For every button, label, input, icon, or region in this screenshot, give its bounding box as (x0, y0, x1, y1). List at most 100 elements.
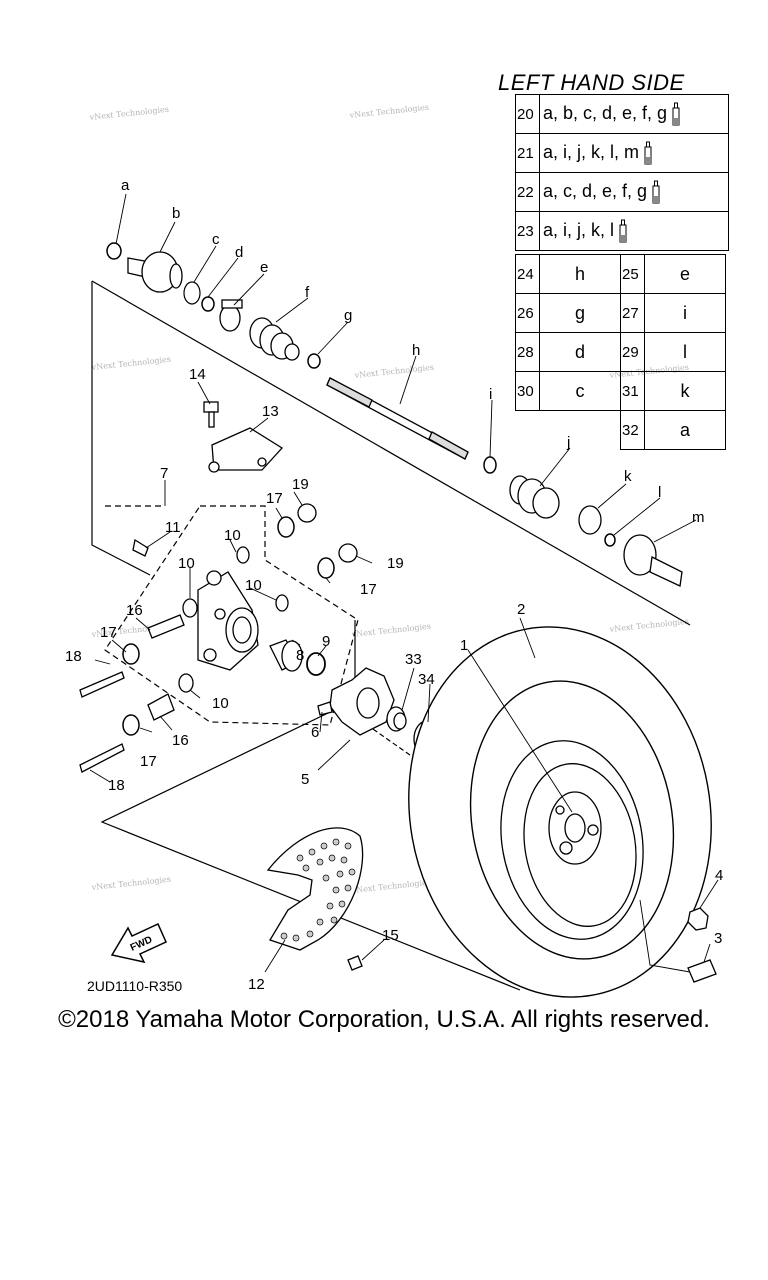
cv-joint-inner-part (623, 534, 683, 587)
callout-12: 12 (248, 976, 265, 993)
nut-33-part (386, 706, 407, 732)
callout-5: 5 (301, 771, 309, 788)
callout-l: l (658, 484, 661, 501)
callout-15: 15 (382, 927, 399, 944)
boot-part (249, 317, 300, 361)
callout-g: g (344, 307, 352, 324)
band-k-part (578, 505, 602, 535)
bolt-15-part (347, 955, 363, 971)
callout-j: j (566, 434, 570, 451)
boot-band-part (219, 299, 243, 332)
row-part-letter: k (644, 371, 726, 411)
bushing-10-part (275, 594, 289, 612)
row-part-letter: c (539, 371, 621, 411)
cap-19-part (338, 543, 358, 563)
watermark: vNext Technologies (350, 622, 431, 639)
row-number: 31 (620, 371, 645, 411)
row-parts: a, b, c, d, e, f, g (543, 102, 668, 123)
callout-2: 2 (517, 601, 525, 618)
callout-16: 16 (172, 732, 189, 749)
grease-nipple-11-part (132, 538, 149, 557)
inner-boot-part (509, 475, 560, 519)
table-row: 23 a, i, j, k, l (515, 211, 729, 251)
callout-f: f (305, 284, 310, 301)
ring-part (201, 296, 215, 312)
bolt-14-part (203, 401, 219, 428)
row-part-letter: a (644, 410, 726, 450)
seal-17-part (277, 516, 295, 538)
grease-tube-icon (644, 141, 652, 165)
row-part-letter: h (539, 254, 621, 294)
watermark: vNext Technologies (608, 617, 689, 634)
callout-19: 19 (387, 555, 404, 572)
callout-d: d (235, 244, 243, 261)
callout-13: 13 (262, 403, 279, 420)
callout-17: 17 (100, 624, 117, 641)
row-number: 32 (620, 410, 645, 450)
row-number: 27 (620, 293, 645, 333)
circlip-part (106, 242, 122, 260)
callout-19: 19 (292, 476, 309, 493)
callout-9: 9 (322, 633, 330, 650)
parts-kit-table-wide: 20 a, b, c, d, e, f, g 21 a, i, j, k, l,… (515, 94, 729, 251)
parts-kit-table-single: 32 a (620, 410, 726, 450)
parts-kit-table-pairs: 24 h 25 e 26 g 27 i 28 d 29 l 30 c 31 k (515, 254, 726, 411)
row-number: 23 (515, 211, 540, 251)
table-row: 28 d 29 l (515, 332, 726, 372)
watermark: vNext Technologies (353, 363, 434, 380)
callout-i: i (489, 386, 492, 403)
valve-3-part (687, 959, 717, 983)
bushing-10-part (236, 546, 250, 564)
grease-tube-icon (619, 219, 627, 243)
callout-17: 17 (266, 490, 283, 507)
row-number: 21 (515, 133, 540, 173)
knuckle-part (197, 570, 259, 671)
callout-17: 17 (140, 753, 157, 770)
row-parts: a, i, j, k, l, m (543, 141, 640, 162)
nut-4-part (687, 907, 709, 931)
row-number: 20 (515, 94, 540, 134)
seal-17-part (317, 557, 335, 579)
cap-19-part (297, 503, 317, 523)
callout-18: 18 (108, 777, 125, 794)
outline-line (91, 280, 691, 626)
callout-a: a (121, 177, 130, 194)
callout-14: 14 (189, 366, 206, 383)
seal-17-part (122, 643, 140, 665)
outline-line (91, 281, 151, 576)
row-part-letter: e (644, 254, 726, 294)
bolt-6-part (317, 701, 333, 716)
table-row: 32 a (620, 410, 726, 450)
row-number: 24 (515, 254, 540, 294)
callout-3: 3 (714, 930, 722, 947)
callout-m: m (692, 509, 705, 526)
table-row: 26 g 27 i (515, 293, 726, 333)
grease-tube-icon (652, 180, 660, 204)
bushing-10-part (178, 673, 194, 693)
callout-11: 11 (165, 519, 181, 536)
leader-lines (89, 193, 719, 973)
callout-1: 1 (460, 637, 468, 654)
ring-l-part (604, 533, 616, 547)
circlip-9-part (306, 652, 326, 676)
row-part-letter: l (644, 332, 726, 372)
bracket-13-part (208, 427, 284, 473)
wheel-1-part (500, 740, 644, 940)
callout-4: 4 (715, 867, 723, 884)
watermark: vNext Technologies (90, 875, 171, 892)
table-row: 22 a, c, d, e, f, g (515, 172, 729, 212)
callout-10: 10 (245, 577, 262, 594)
row-number: 29 (620, 332, 645, 372)
small-band-part (307, 353, 321, 369)
callout-labels: a b c d e f g h i j k l m 1 2 3 4 5 6 7 … (65, 177, 723, 993)
o-ring-part (183, 281, 201, 305)
row-number: 25 (620, 254, 645, 294)
forward-arrow-icon: FWD (110, 923, 167, 964)
watermark: vNext Technologies (350, 878, 431, 895)
row-number: 22 (515, 172, 540, 212)
table-row: 24 h 25 e (515, 254, 726, 294)
brake-disc-12-part (266, 827, 364, 951)
table-row: 20 a, b, c, d, e, f, g (515, 94, 729, 134)
watermark: vNext Technologies (90, 355, 171, 372)
callout-k: k (624, 468, 632, 485)
